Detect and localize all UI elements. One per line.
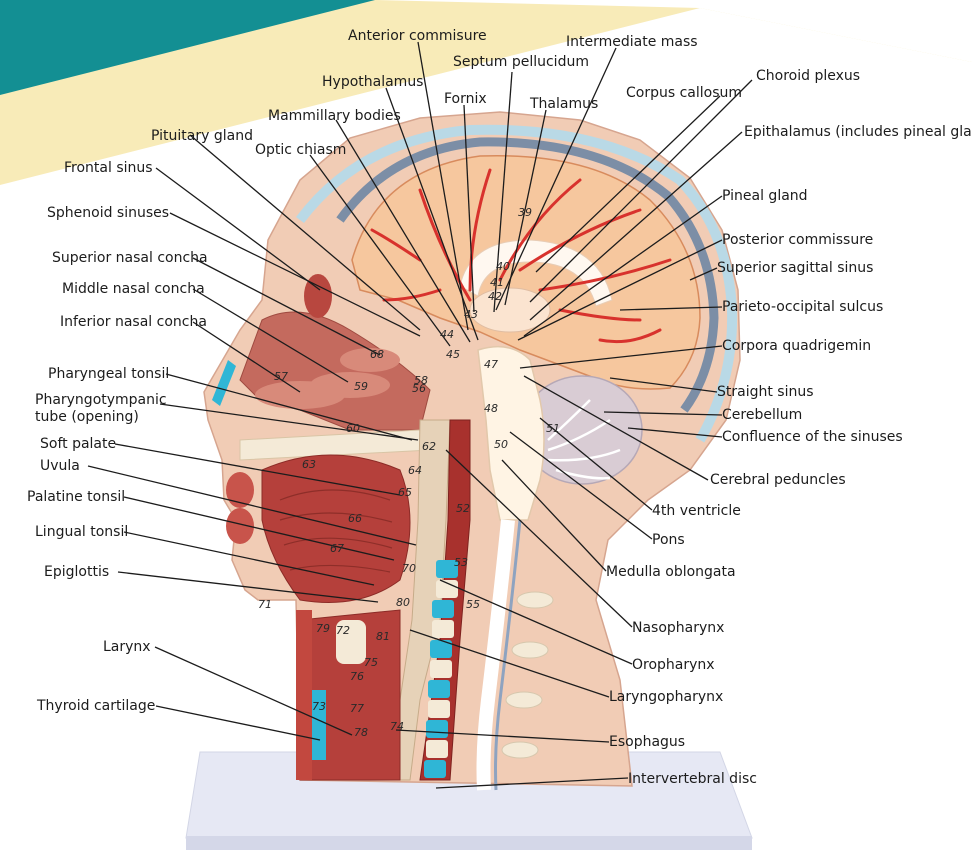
label-sphenoid-sinuses: Sphenoid sinuses (47, 205, 169, 221)
label-anterior-commisure: Anterior commisure (348, 28, 487, 44)
label-nasopharynx: Nasopharynx (632, 620, 724, 636)
model-number: 78 (354, 726, 368, 739)
neck-muscle (296, 610, 312, 780)
model-number: 40 (496, 260, 510, 273)
model-number: 63 (302, 458, 316, 471)
model-number: 43 (464, 308, 478, 321)
label-hypothalamus: Hypothalamus (322, 74, 423, 90)
label-pons: Pons (652, 532, 685, 548)
model-number: 60 (346, 422, 360, 435)
label-pharyngeal-tonsil: Pharyngeal tonsil (48, 366, 169, 382)
label-intermediate-mass: Intermediate mass (566, 34, 698, 50)
label-mammillary-bodies: Mammillary bodies (268, 108, 401, 124)
label-oropharynx: Oropharynx (632, 657, 715, 673)
model-number: 65 (398, 486, 412, 499)
label-laryngopharynx: Laryngopharynx (609, 689, 723, 705)
model-number: 75 (364, 656, 378, 669)
model-number: 81 (376, 630, 390, 643)
model-number: 45 (446, 348, 460, 361)
model-number: 44 (440, 328, 454, 341)
label-septum-pellucidum: Septum pellucidum (453, 54, 589, 70)
model-number: 41 (490, 276, 504, 289)
model-number: 77 (350, 702, 364, 715)
model-number: 57 (274, 370, 288, 383)
model-number: 64 (408, 464, 422, 477)
label-posterior-commissure: Posterior commissure (722, 232, 873, 248)
label-intervertebral-disc: Intervertebral disc (628, 771, 757, 787)
label-choroid-plexus: Choroid plexus (756, 68, 860, 84)
model-number: 62 (422, 440, 436, 453)
label-inferior-nasal-concha: Inferior nasal concha (60, 314, 207, 330)
label-tube-opening: tube (opening) (35, 409, 139, 425)
model-number: 39 (518, 206, 532, 219)
model-number: 53 (454, 556, 468, 569)
label-straight-sinus: Straight sinus (717, 384, 814, 400)
model-number: 74 (390, 720, 404, 733)
label-palatine-tonsil: Palatine tonsil (27, 489, 125, 505)
model-number: 51 (546, 422, 560, 435)
label-soft-palate: Soft palate (40, 436, 116, 452)
model-number: 47 (484, 358, 498, 371)
model-number: 72 (336, 624, 350, 637)
inferior-nasal-concha-shape (255, 381, 345, 409)
model-number: 67 (330, 542, 344, 555)
label-medulla-oblongata: Medulla oblongata (606, 564, 736, 580)
label-fornix: Fornix (444, 91, 487, 107)
model-number: 50 (494, 438, 508, 451)
model-number: 52 (456, 502, 470, 515)
label-epithalamus: Epithalamus (includes pineal gland) (744, 124, 972, 140)
label-optic-chiasm: Optic chiasm (255, 142, 346, 158)
model-number: 68 (370, 348, 384, 361)
label-pineal-gland: Pineal gland (722, 188, 808, 204)
model-number: 79 (316, 622, 330, 635)
label-pituitary-gland: Pituitary gland (151, 128, 253, 144)
model-number: 66 (348, 512, 362, 525)
model-number: 55 (466, 598, 480, 611)
label-4th-ventricle: 4th ventricle (652, 503, 741, 519)
model-number: 71 (258, 598, 272, 611)
label-uvula: Uvula (40, 458, 80, 474)
model-number: 70 (402, 562, 416, 575)
label-epiglottis: Epiglottis (44, 564, 109, 580)
label-confluence-of-sinuses: Confluence of the sinuses (722, 429, 903, 445)
label-corpus-callosum: Corpus callosum (626, 85, 742, 101)
model-number: 76 (350, 670, 364, 683)
label-frontal-sinus: Frontal sinus (64, 160, 153, 176)
label-middle-nasal-concha: Middle nasal concha (62, 281, 205, 297)
label-lingual-tonsil: Lingual tonsil (35, 524, 128, 540)
label-superior-nasal-concha: Superior nasal concha (52, 250, 208, 266)
model-number: 73 (312, 700, 326, 713)
label-cerebellum: Cerebellum (722, 407, 802, 423)
label-thalamus: Thalamus (529, 96, 598, 112)
model-number: 48 (484, 402, 498, 415)
model-stand-front (186, 836, 752, 850)
label-parieto-occipital-sulcus: Parieto-occipital sulcus (722, 299, 883, 315)
label-pharyngotympanic: Pharyngotympanic (35, 392, 167, 408)
label-esophagus: Esophagus (609, 734, 685, 750)
model-number: 59 (354, 380, 368, 393)
model-number: 80 (396, 596, 410, 609)
label-cerebral-peduncles: Cerebral peduncles (710, 472, 846, 488)
model-number: 58 (414, 374, 428, 387)
label-corpora-quadrigemin: Corpora quadrigemin (722, 338, 871, 354)
model-number: 42 (488, 290, 502, 303)
label-superior-sagittal-sinus: Superior sagittal sinus (717, 260, 873, 276)
label-larynx: Larynx (103, 639, 151, 655)
label-thyroid-cartilage: Thyroid cartilage (36, 698, 155, 714)
